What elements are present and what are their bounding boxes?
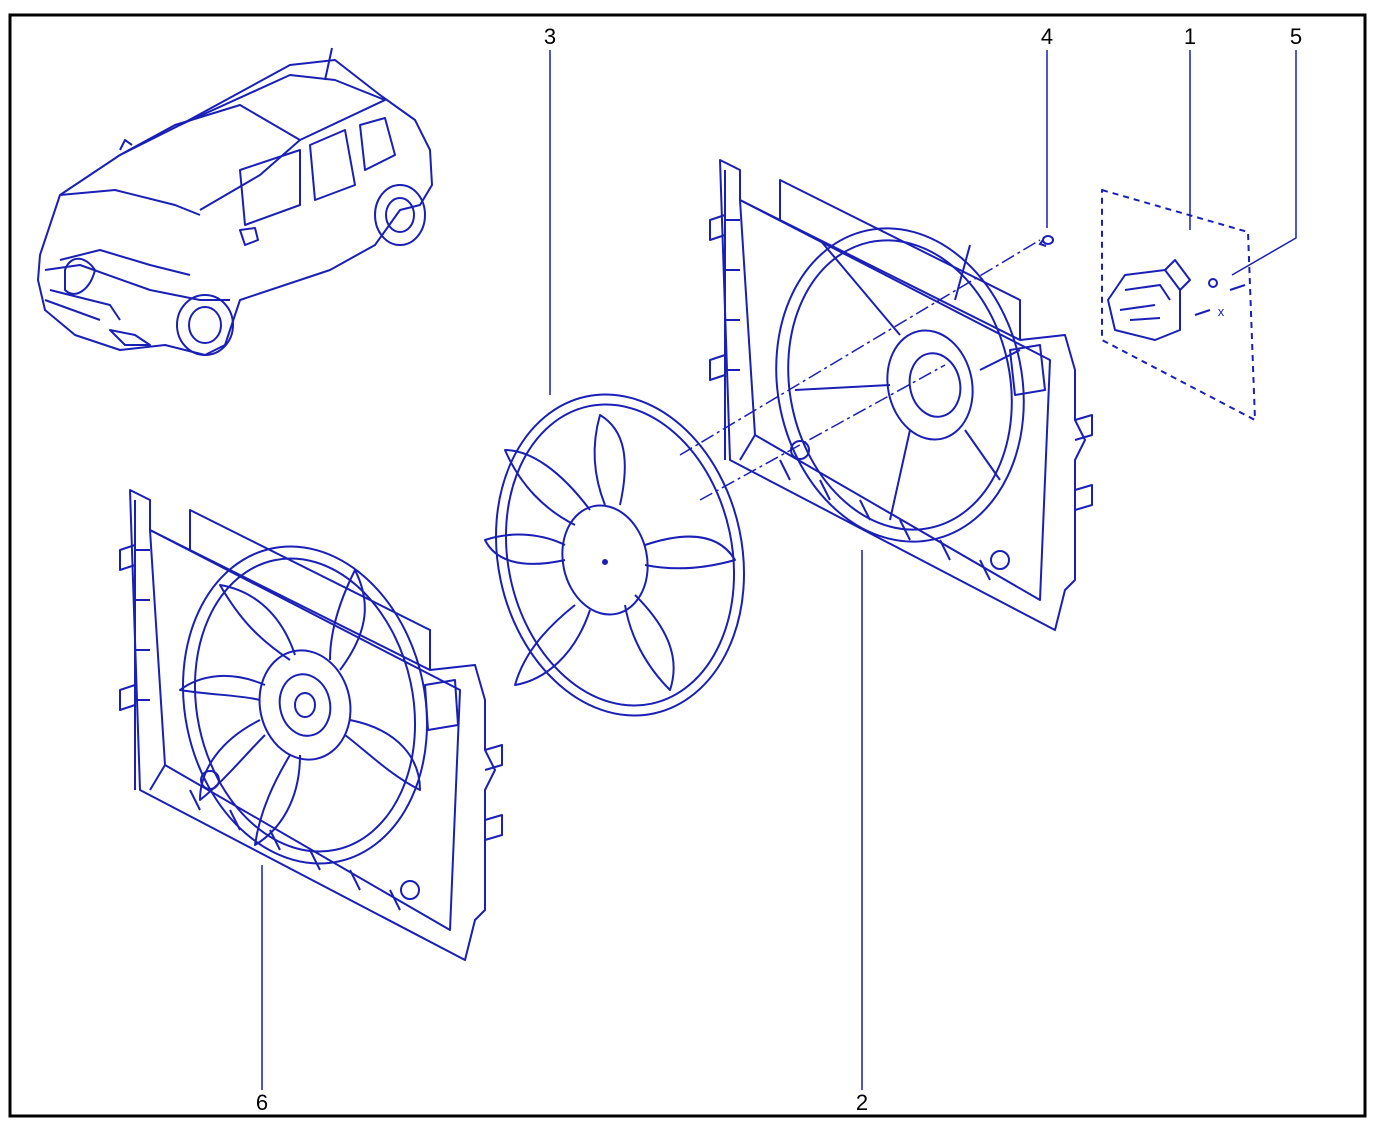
resistor-module bbox=[1101, 189, 1256, 421]
callout-1: 1 bbox=[1184, 24, 1196, 49]
callout-5: 5 bbox=[1290, 24, 1302, 49]
fan-shroud-frame bbox=[709, 159, 1093, 631]
vehicle-illustration bbox=[37, 47, 433, 356]
callout-4: 4 bbox=[1041, 24, 1053, 49]
assembly-axis-lines bbox=[679, 239, 1041, 501]
screw-icon bbox=[1038, 235, 1054, 247]
fan-assembly-complete bbox=[119, 489, 503, 961]
callout-2: 2 bbox=[856, 1090, 868, 1115]
diagram-border bbox=[8, 13, 1367, 1118]
callout-6: 6 bbox=[256, 1090, 268, 1115]
leader-lines bbox=[261, 50, 1297, 1090]
connector-mark: x bbox=[1218, 304, 1225, 319]
callout-3: 3 bbox=[544, 24, 556, 49]
fan-blade bbox=[484, 393, 745, 717]
